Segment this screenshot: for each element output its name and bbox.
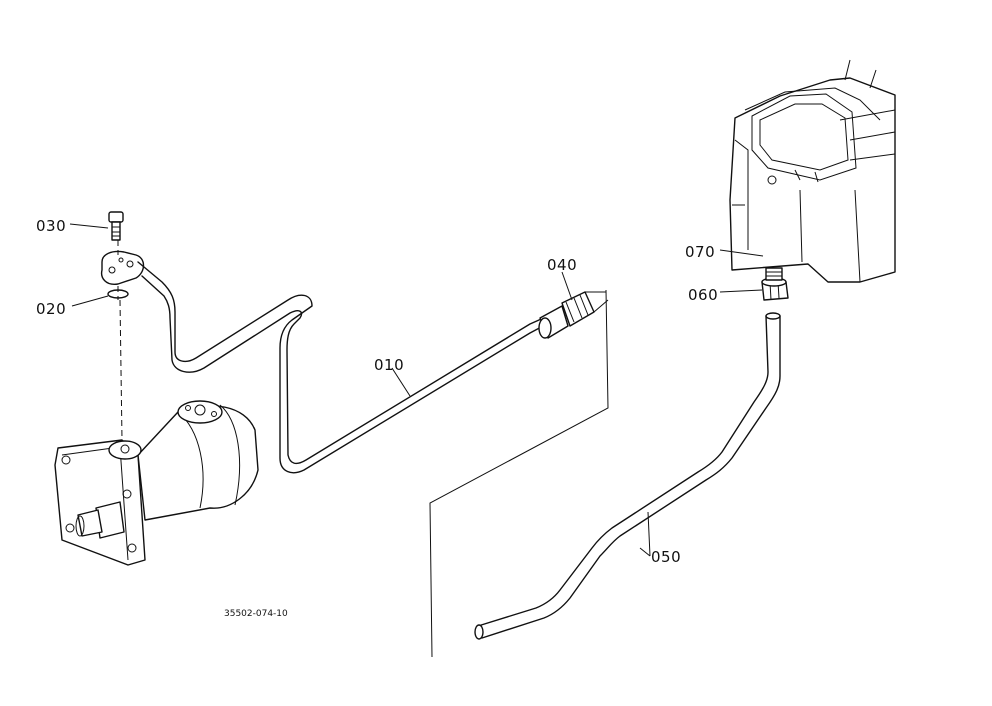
hydraulic-pump	[54, 400, 259, 566]
callout-030: 030	[36, 217, 66, 235]
callout-060: 060	[688, 286, 718, 304]
union-nut-040	[538, 291, 609, 339]
pipe-050	[474, 312, 781, 640]
flange-fitting	[100, 250, 145, 285]
callout-040: 040	[547, 256, 577, 274]
drawing-code: 35502-074-10	[224, 609, 288, 619]
callout-010: 010	[374, 356, 404, 374]
pipe-010	[137, 261, 549, 474]
leader-lines	[69, 223, 764, 557]
callout-020: 020	[36, 300, 66, 318]
adapter-060	[761, 267, 789, 301]
group-frame	[429, 289, 609, 658]
tank-housing	[729, 59, 896, 283]
callout-070: 070	[685, 243, 715, 261]
callout-050: 050	[651, 548, 681, 566]
bolt	[108, 211, 124, 241]
